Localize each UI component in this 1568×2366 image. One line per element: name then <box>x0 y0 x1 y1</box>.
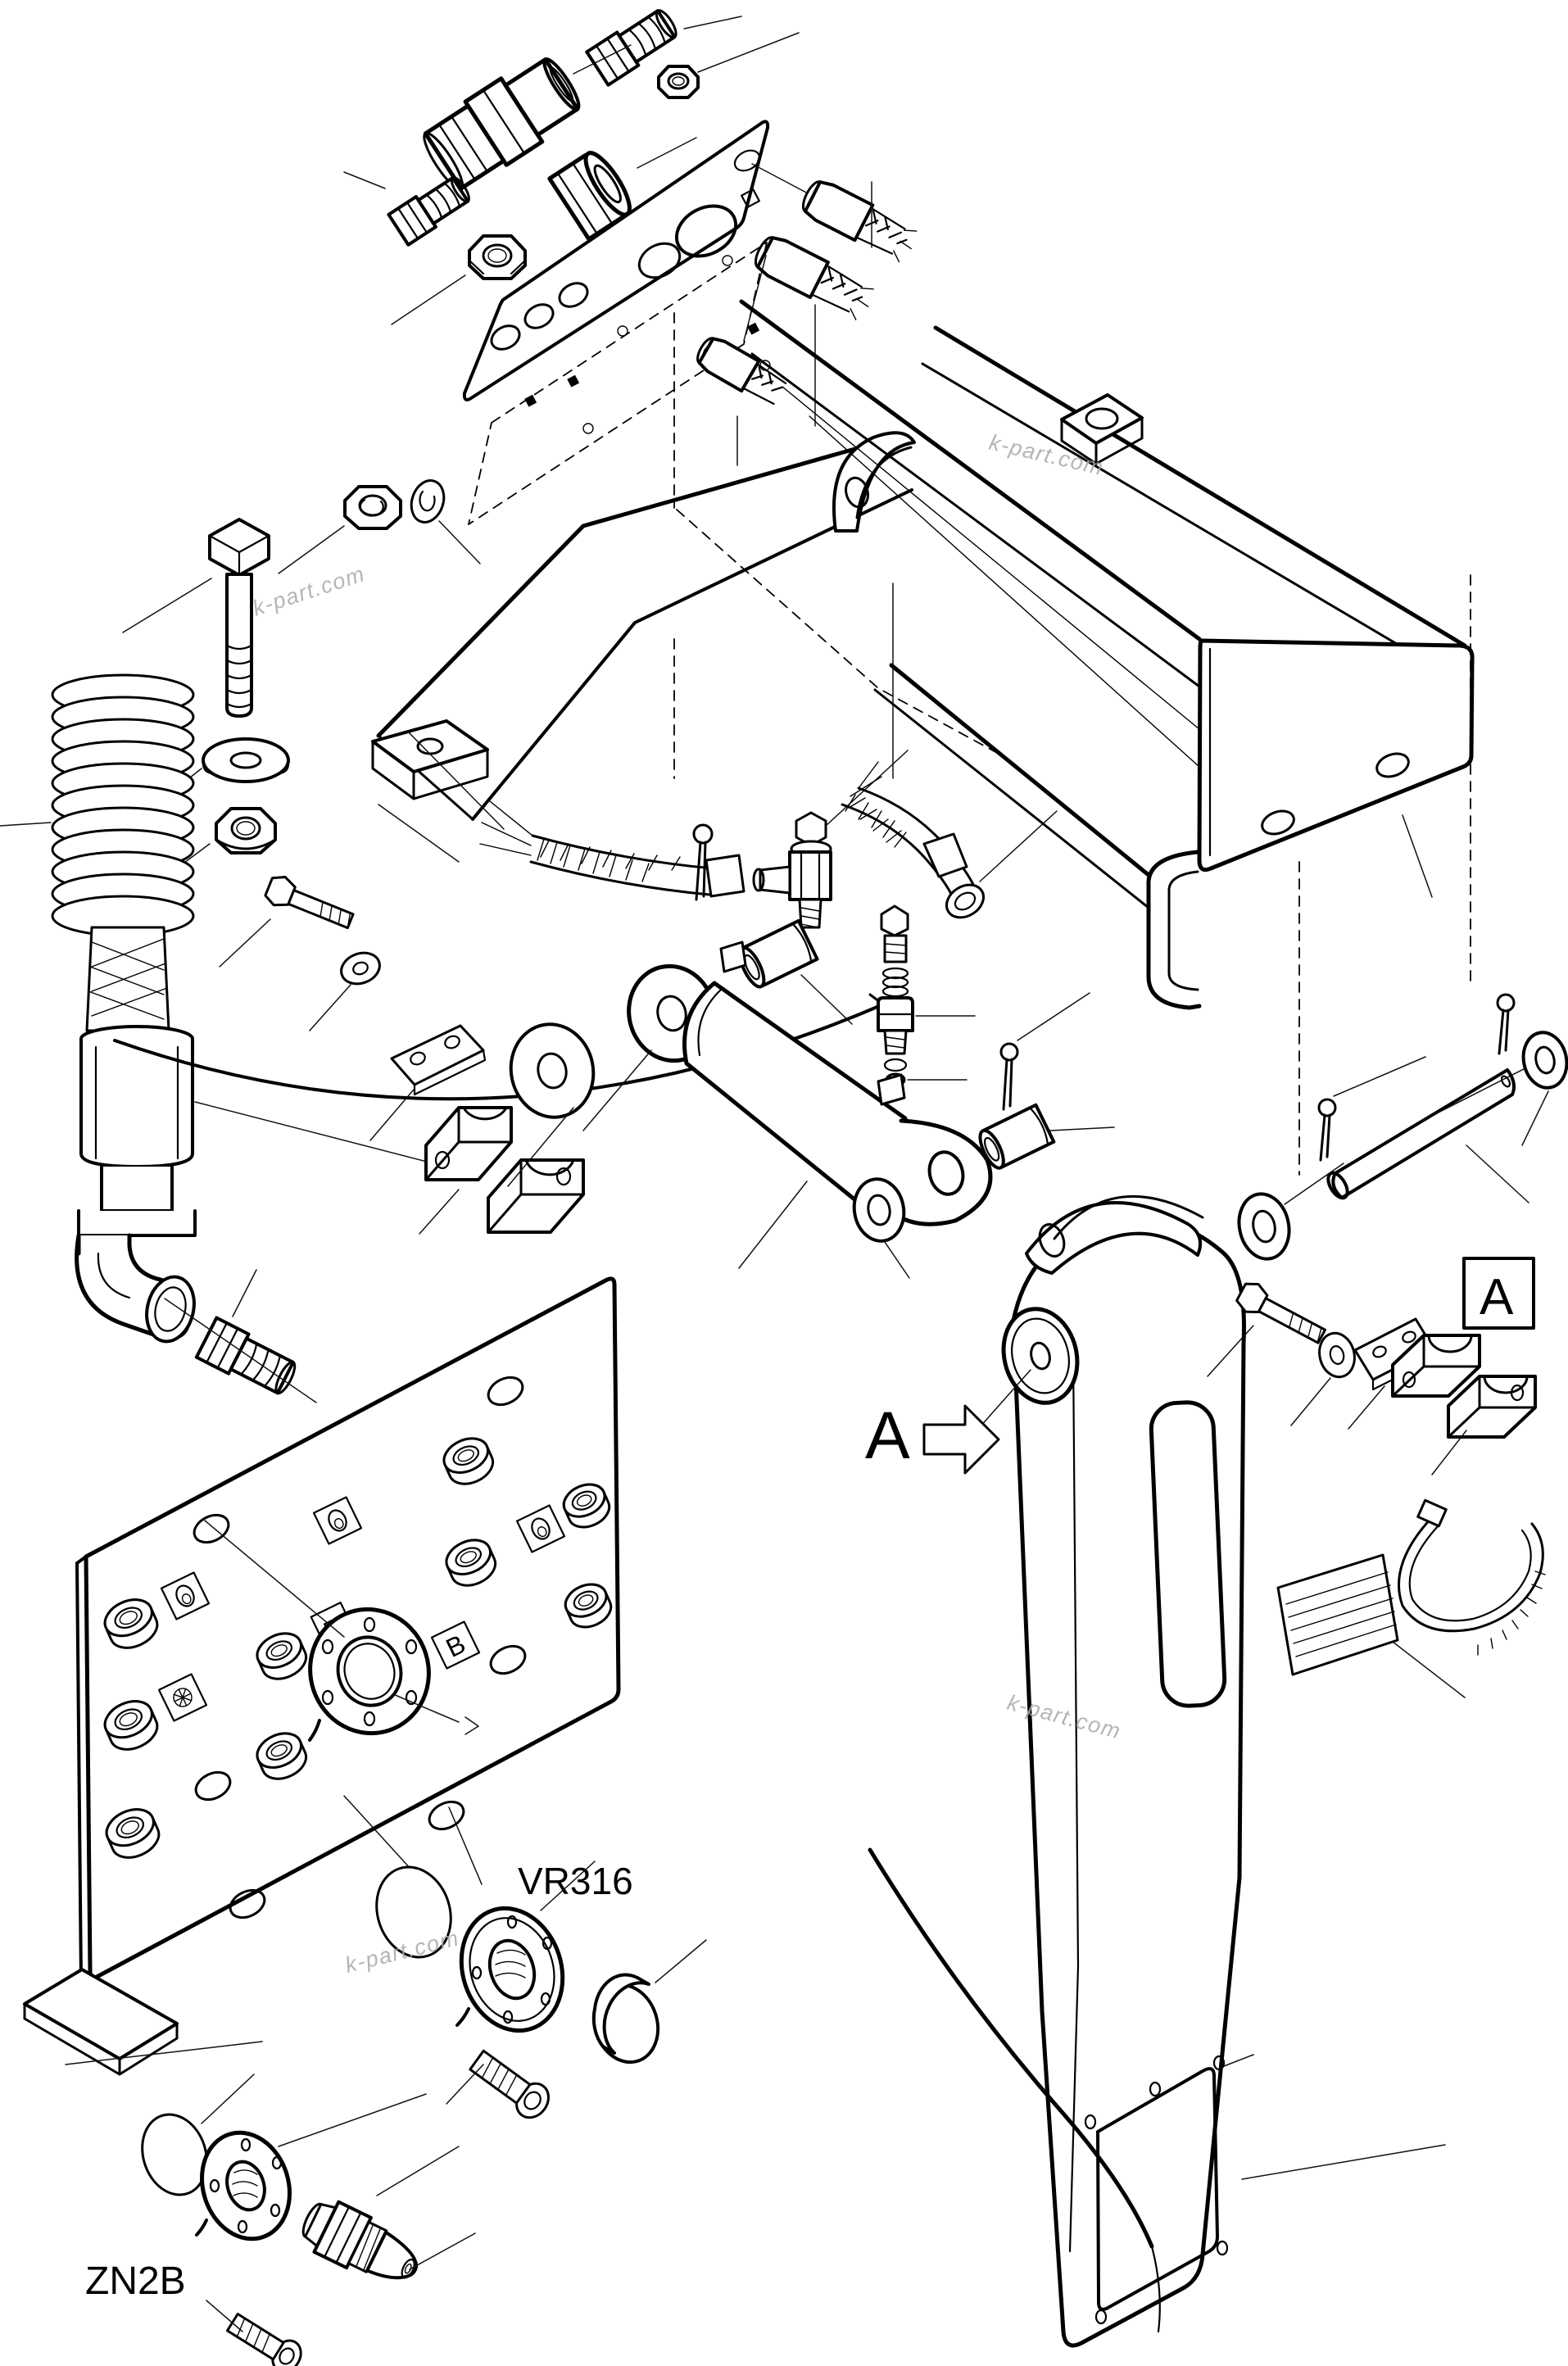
small-washer-icon <box>1318 1331 1356 1379</box>
frame-mounting-tab <box>1060 393 1144 465</box>
valve-cartridge-stack <box>877 904 914 1087</box>
detail-box-a-label: A <box>1480 1269 1514 1326</box>
pipe-clamp-half <box>1391 1334 1481 1398</box>
panel-pads: B <box>157 1496 566 1722</box>
cotter-pin-icon <box>999 1042 1019 1111</box>
hex-nut-icon <box>657 65 700 99</box>
frame-end-plate <box>1197 638 1475 898</box>
support-leg <box>868 1194 1446 2348</box>
leg-slot <box>1149 1400 1227 1708</box>
bushing-icon <box>738 918 819 989</box>
clamp-plate <box>390 1024 487 1096</box>
weld-nuts <box>103 1437 613 1859</box>
pivot-washer-icon <box>509 1022 596 1119</box>
flat-washer-icon <box>202 737 290 783</box>
hydraulic-fitting-set <box>343 9 800 325</box>
socket-head-screw-icon <box>469 2049 550 2119</box>
zn2b-label: ZN2B <box>85 2259 186 2303</box>
pin-washer-icon <box>1237 1192 1291 1261</box>
hose-nipple-fitting-icon <box>585 9 678 87</box>
view-a-label: A <box>865 1398 910 1473</box>
clamp-kit-right: A <box>1207 1257 1537 1475</box>
cotter-pin-icon <box>1496 993 1516 1055</box>
flange-nut-icon <box>343 485 402 530</box>
detail-box-a: A <box>1462 1257 1535 1330</box>
hose-end-icon <box>696 337 787 406</box>
hose-nipple-fitting-icon <box>387 176 470 247</box>
hose-routing-curve <box>868 1847 1154 2249</box>
plate-ghost-outline <box>468 242 768 525</box>
male-stud-fitting-icon <box>423 57 581 191</box>
coupling-flange <box>455 1906 565 2033</box>
coupling-cap <box>591 1973 660 2065</box>
pin-washer-icon <box>1521 1031 1568 1090</box>
braided-hose-ends <box>696 163 918 466</box>
panel-marker-b-pad: B <box>430 1620 481 1670</box>
small-washer-icon <box>340 951 381 986</box>
cotter-pin-icon <box>1317 1098 1337 1162</box>
hex-bolt-icon <box>264 875 355 930</box>
flange-nut-icon <box>215 807 277 854</box>
pivot-pin-set <box>1237 993 1568 1261</box>
hydraulic-cylinder-assembly <box>378 731 1115 1279</box>
view-direction-callout: A <box>865 1398 1000 1475</box>
pipe-clamp-half <box>487 1158 585 1234</box>
lock-washer-icon <box>410 479 446 524</box>
channel-section <box>1146 850 1202 1010</box>
hose-nipple-fitting-icon <box>194 1316 297 1395</box>
vr316-coupling-assembly: VR316 <box>343 1795 707 2119</box>
gasket-ring <box>141 2113 208 2196</box>
cotter-pin-icon <box>692 823 714 901</box>
view-direction-arrow-icon <box>922 1404 1000 1475</box>
gasket-oval <box>375 1865 452 1959</box>
coiled-hose-assembly <box>0 673 885 1403</box>
coupling-flange <box>195 2130 292 2241</box>
panel-base-foot <box>23 1968 179 2076</box>
cylinder-barrel <box>682 941 908 1205</box>
mounting-panel: B <box>23 1276 621 2076</box>
hose-end-icon <box>754 236 874 320</box>
hose-end-icon <box>801 180 918 263</box>
bushing-icon <box>978 1103 1056 1170</box>
elbow-fitting <box>75 1209 197 1344</box>
zn2b-coupling-assembly: ZN2B <box>65 2041 476 2366</box>
cover-flange <box>308 1607 431 1742</box>
braided-hose <box>479 800 745 898</box>
pipe-clamp-half <box>1447 1375 1537 1439</box>
main-frame-weldment <box>371 299 1475 1176</box>
watermark-text: k-part.com <box>250 561 369 621</box>
frame-clevis-lug <box>832 431 916 533</box>
braided-hose-section <box>85 926 170 1032</box>
pivot-washer-icon <box>852 1177 906 1243</box>
tee-fitting <box>752 811 832 929</box>
pivot-pin <box>1326 1068 1516 1200</box>
instruction-label <box>1276 1553 1466 1698</box>
leg-lug-ears <box>1025 1194 1204 1275</box>
panel-holes <box>193 1376 527 1920</box>
hex-bolt-icon <box>1235 1282 1326 1344</box>
pipe-clamp-half <box>424 1106 513 1181</box>
cable-tie <box>1398 1498 1546 1656</box>
leg-bottom-plate <box>1084 2054 1254 2325</box>
vr316-label: VR316 <box>518 1860 633 1902</box>
arm-foot-plate <box>371 719 489 800</box>
hex-bolt-icon <box>208 518 270 718</box>
braided-hose <box>841 761 985 919</box>
spiral-guard-coil <box>51 673 195 937</box>
hose-adapter-neck <box>100 1165 174 1212</box>
quick-coupler-plug-icon <box>301 2200 419 2280</box>
hex-nut-icon <box>468 234 527 280</box>
clamp-screw-set-left <box>219 875 585 1235</box>
socket-head-screw-icon <box>225 2312 302 2366</box>
